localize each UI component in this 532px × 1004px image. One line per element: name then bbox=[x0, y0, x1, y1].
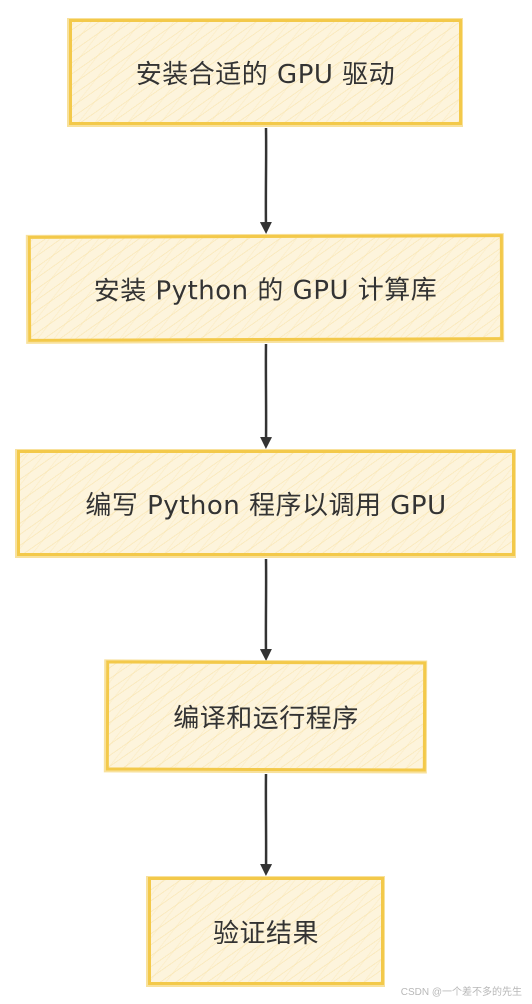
step-install-python-gpu-library: 安装 Python 的 GPU 计算库 bbox=[27, 234, 504, 342]
step-compile-and-run: 编译和运行程序 bbox=[105, 660, 427, 772]
step-label: 编写 Python 程序以调用 GPU bbox=[85, 490, 447, 521]
watermark: CSDN @一个差不多的先生 bbox=[400, 987, 522, 998]
step-label: 安装 Python 的 GPU 计算库 bbox=[93, 274, 438, 307]
step-label: 验证结果 bbox=[212, 918, 319, 949]
step-label: 安装合适的 GPU 驱动 bbox=[135, 59, 396, 90]
step-install-gpu-driver: 安装合适的 GPU 驱动 bbox=[67, 18, 463, 127]
step-verify-results: 验证结果 bbox=[146, 876, 385, 987]
step-label: 编译和运行程序 bbox=[173, 703, 359, 734]
step-write-python-program: 编写 Python 程序以调用 GPU bbox=[15, 449, 516, 558]
